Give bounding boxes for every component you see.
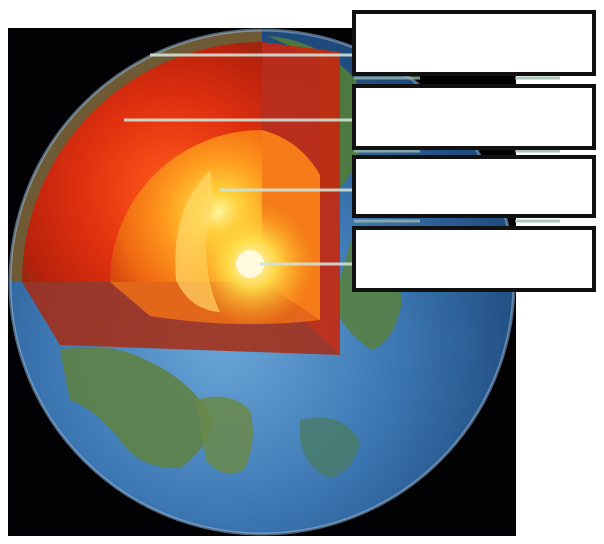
label-box-outer-core[interactable]: [352, 155, 596, 218]
label-box-inner-core[interactable]: [352, 226, 596, 292]
label-box-mantle[interactable]: [352, 84, 596, 150]
label-box-crust[interactable]: [352, 10, 596, 76]
